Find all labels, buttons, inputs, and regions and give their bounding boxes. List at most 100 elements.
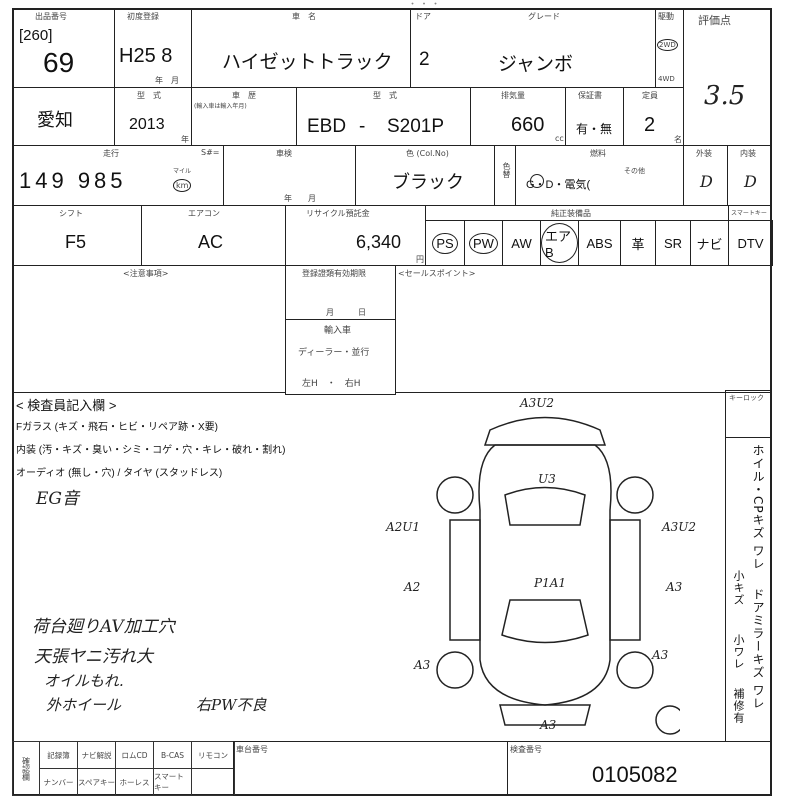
grade: ジャンボ <box>498 54 574 75</box>
door-label: ドア <box>415 12 431 21</box>
recycle-cell: リサイクル預託金 6,340 円 <box>285 205 426 266</box>
door-cell: ドア 2 <box>410 8 470 88</box>
inspector-title: < 検査員記入欄 > <box>16 398 117 413</box>
import-value: ディーラー・並行 <box>298 348 370 358</box>
side-text-wheel: ホイル・CPキズ ワレ <box>751 444 765 571</box>
displacement: 660 <box>511 114 545 136</box>
warranty-label: 保証書 <box>578 91 602 100</box>
shift-label: シフト <box>59 209 83 218</box>
hand-note-eg: EG音 <box>36 489 79 509</box>
score: 3.5 <box>704 81 746 111</box>
first-reg-cell: 初度登録 H25 8 年 月 <box>114 8 192 88</box>
warranty: 有・無 <box>576 122 613 136</box>
history-cell: 車 歴 (輸入車は輸入年月) <box>191 87 297 146</box>
fuel-other: その他 <box>624 167 645 175</box>
interior-label: 内装 <box>740 149 756 158</box>
km-unit: km <box>173 179 192 192</box>
wheel-rear-right <box>616 476 654 514</box>
equipment-item: 革 <box>620 220 656 266</box>
interior-grade: D <box>744 172 757 191</box>
hand-note: オイルもれ. <box>44 672 124 690</box>
car-name-label: 車 名 <box>292 12 316 21</box>
damage-mark: A3 <box>666 580 683 594</box>
footer-item: B-CAS <box>153 741 192 769</box>
month-day: 月 日 <box>326 308 366 317</box>
front-bumper <box>499 704 591 726</box>
score-cell: 評価点 3.5 <box>683 8 772 146</box>
grade-cell: グレード ジャンボ <box>468 8 656 88</box>
right-side-panel <box>609 519 641 641</box>
equipment-item: ナビ <box>690 220 729 266</box>
fuel-gasoline-circle <box>530 174 544 188</box>
footer-item: ナンバー <box>39 768 78 796</box>
exterior-cell: 外装 D <box>683 145 728 206</box>
color-cell: 色 (Col.No) ブラック <box>355 145 495 206</box>
lot-cell: 出品番号 [260] 69 <box>12 8 115 88</box>
person-unit: 名 <box>674 135 682 144</box>
equipment-item: エアB <box>540 220 579 266</box>
equipment-label: AW <box>511 235 532 251</box>
damage-mark: A3 <box>540 718 557 732</box>
footer-item <box>191 768 235 796</box>
recycle-label: リサイクル預託金 <box>306 209 370 218</box>
spare-wheel <box>655 705 680 735</box>
equipment-label: SR <box>663 235 683 251</box>
exterior-grade: D <box>700 172 713 191</box>
registration-label: 登録證類有効期限 <box>302 269 366 278</box>
sales-label: <セールスポイント> <box>398 269 476 278</box>
damage-mark: U3 <box>538 472 556 486</box>
hand-note-pw: 右PW不良 <box>196 696 267 714</box>
interior-line: 内装 (汚・キズ・臭い・シミ・コゲ・穴・キレ・破れ・割れ) <box>16 445 286 456</box>
wheel-rear-left <box>436 476 474 514</box>
first-reg: H25 8 <box>119 45 173 67</box>
year-unit: 年 <box>181 135 189 144</box>
footer-item: スマートキー <box>153 768 192 796</box>
check-no-cell: 検査番号 0105082 <box>507 741 772 796</box>
equipment-item: SR <box>655 220 691 266</box>
side-small-crack: 小ワレ <box>732 634 745 670</box>
recycle-fee: 6,340 <box>356 232 402 252</box>
import-label: 輸入車 <box>324 326 352 336</box>
side-small-scratch: 小キズ <box>732 570 745 606</box>
equipment-label: PW <box>469 232 498 254</box>
footer-item: ロムCD <box>115 741 154 769</box>
footer-item: ナビ解説 <box>77 741 116 769</box>
lot-number: 69 <box>43 47 75 78</box>
color: ブラック <box>392 172 464 192</box>
hand-note: 荷台廻りAV加工穴 <box>32 617 175 637</box>
year-month-label: 年 月 <box>155 76 179 85</box>
equipment-item: PS <box>425 220 465 266</box>
model-prefix: EBD <box>307 116 347 137</box>
s-label: S#= <box>201 148 220 157</box>
car-name-cell: 車 名 ハイゼットトラック <box>191 8 411 88</box>
footer-item: ホーレス <box>115 768 154 796</box>
wheel-front-left <box>436 651 474 689</box>
ac-cell: エアコン AC <box>141 205 286 266</box>
damage-mark: A3 <box>414 658 431 672</box>
equipment-label: ABS <box>586 235 613 251</box>
interior-cell: 内装 D <box>727 145 772 206</box>
score-label: 評価点 <box>698 14 731 27</box>
equipment-label: 革 <box>631 236 645 252</box>
mile-unit: マイル <box>173 168 192 175</box>
mileage-cell: 走行 S#= 149 985 マイル km <box>12 145 224 206</box>
top-mark: ・ ・ ・ <box>408 0 441 9</box>
ac: AC <box>198 232 224 252</box>
check-number: 0105082 <box>592 762 678 787</box>
color-label: 色 (Col.No) <box>406 149 449 158</box>
inspection-label: 車検 <box>276 149 292 158</box>
steering: 左H ・ 右H <box>302 379 361 389</box>
keylock-label: キーロック <box>729 394 764 402</box>
fuel-label: 燃料 <box>590 149 606 158</box>
model-code-cell: 型 式 EBD - S201P <box>296 87 471 146</box>
capacity: 2 <box>644 114 656 136</box>
vehicle-no-cell: 車台番号 <box>233 741 508 796</box>
rear-window <box>504 486 586 526</box>
model-code: S201P <box>387 116 445 137</box>
side-repair: 補修有 <box>732 688 745 724</box>
damage-mark: A3U2 <box>662 520 697 534</box>
side-notes-cell: ホイル・CPキズ ワレ ドアミラーキズ ワレ 小キズ 小ワレ 補修有 <box>725 437 772 742</box>
drive-cell: 駆動 2WD 4WD <box>655 8 684 88</box>
shift: F5 <box>65 232 87 252</box>
mileage-label: 走行 <box>103 149 119 158</box>
